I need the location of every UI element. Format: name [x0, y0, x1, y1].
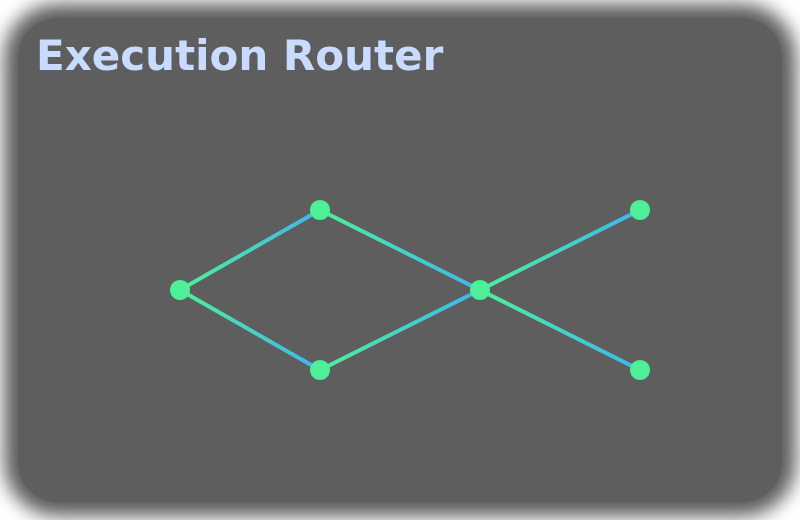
edge-layer [178, 208, 642, 372]
node-layer [170, 200, 650, 380]
node-lower-branch [310, 360, 330, 380]
edge-router-to-lower-output [478, 288, 642, 372]
node-router [470, 280, 490, 300]
node-input [170, 280, 190, 300]
node-upper-branch [310, 200, 330, 220]
edge-lower-branch-to-router [318, 288, 482, 372]
diagram-panel [18, 18, 782, 502]
node-upper-output [630, 200, 650, 220]
diagram-title: Execution Router [36, 31, 444, 80]
edge-input-to-lower-branch [178, 288, 322, 372]
edge-input-to-upper-branch [178, 208, 322, 292]
node-lower-output [630, 360, 650, 380]
edge-router-to-upper-output [478, 208, 642, 292]
edge-upper-branch-to-router [318, 208, 482, 292]
